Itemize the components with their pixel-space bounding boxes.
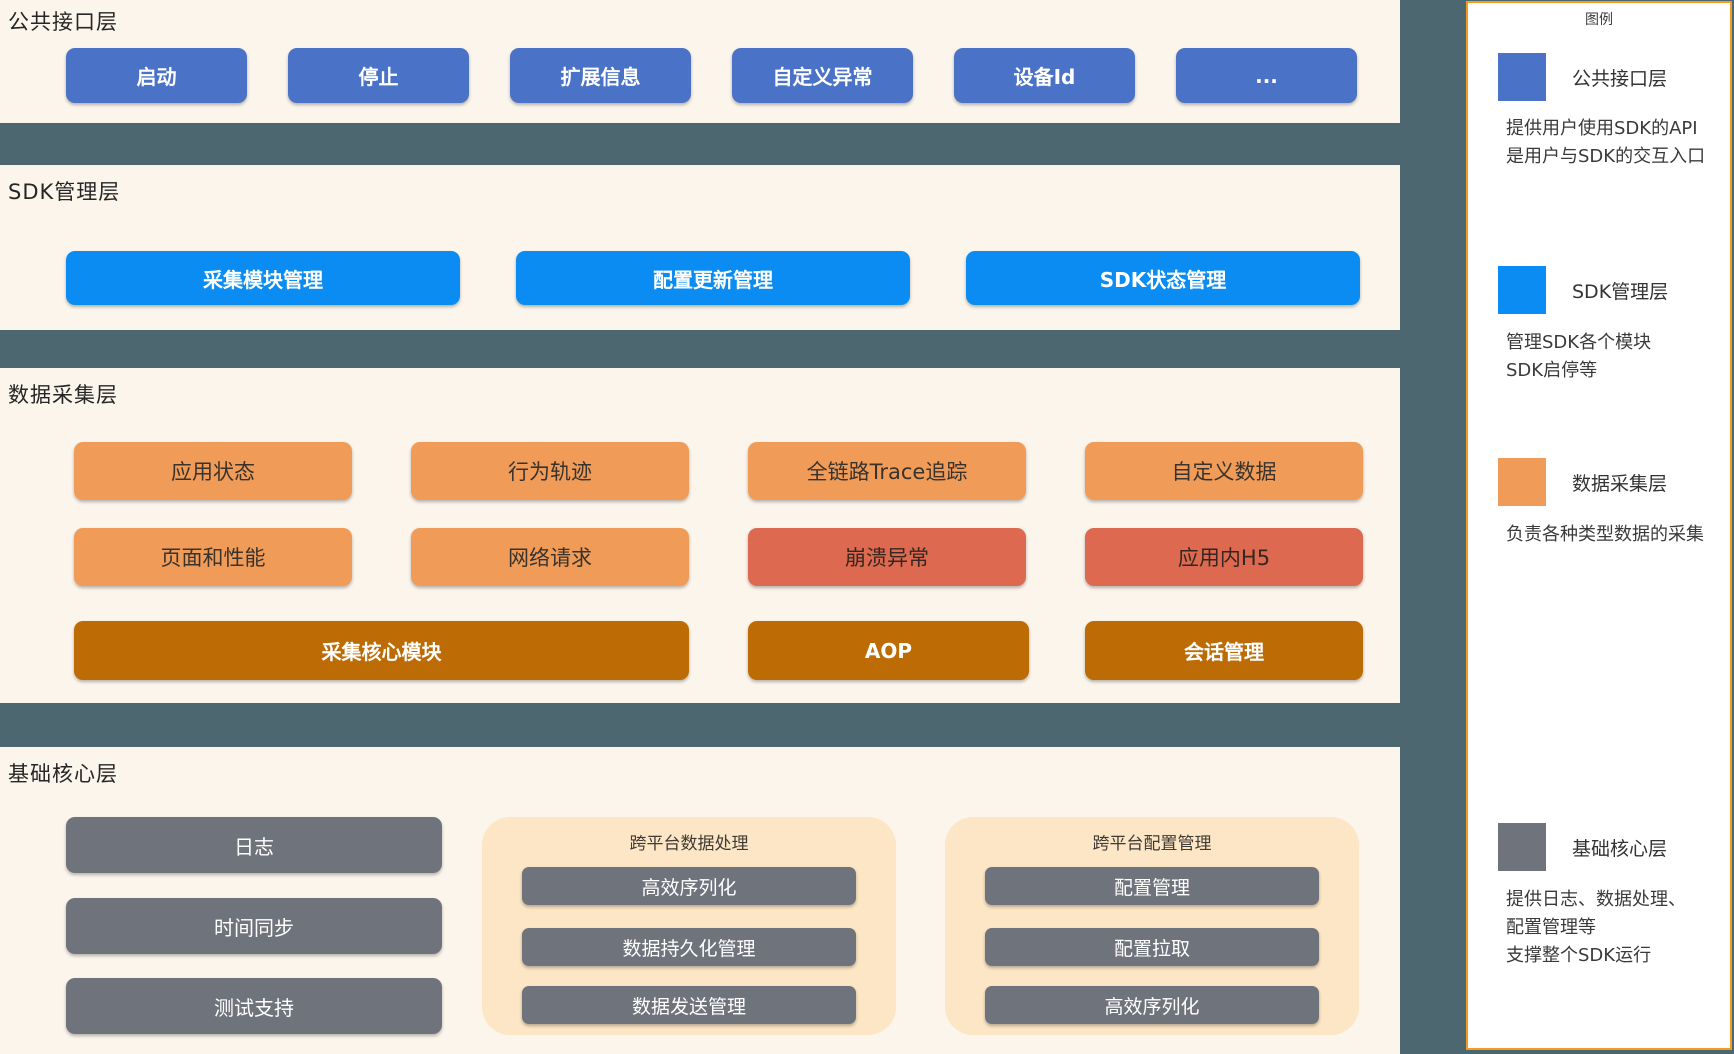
node-session-mgmt: 会话管理 bbox=[1085, 621, 1363, 680]
node-device-id: 设备Id bbox=[954, 48, 1135, 103]
legend-panel: 图例 公共接口层 提供用户使用SDK的API 是用户与SDK的交互入口 SDK管… bbox=[1466, 1, 1732, 1050]
node-collect-module-mgmt: 采集模块管理 bbox=[66, 251, 460, 305]
node-crash-exception: 崩溃异常 bbox=[748, 528, 1026, 586]
node-data-persistence-mgmt: 数据持久化管理 bbox=[522, 928, 856, 966]
node-time-sync: 时间同步 bbox=[66, 898, 442, 954]
legend-desc-public-api: 提供用户使用SDK的API 是用户与SDK的交互入口 bbox=[1506, 115, 1724, 171]
node-config-update-mgmt: 配置更新管理 bbox=[516, 251, 910, 305]
legend-desc-line: SDK启停等 bbox=[1506, 360, 1598, 381]
legend-swatch-base-core bbox=[1498, 823, 1546, 871]
node-more-ellipsis: ... bbox=[1176, 48, 1357, 103]
legend-entry-sdk-mgmt: SDK管理层 bbox=[1498, 266, 1668, 314]
legend-desc-base-core: 提供日志、数据处理、 配置管理等 支撑整个SDK运行 bbox=[1506, 886, 1724, 970]
legend-desc-line: 支撑整个SDK运行 bbox=[1506, 945, 1652, 966]
layer-public-api-title: 公共接口层 bbox=[8, 10, 118, 34]
node-page-performance: 页面和性能 bbox=[74, 528, 352, 586]
node-efficient-serialization: 高效序列化 bbox=[522, 867, 856, 905]
node-network-request: 网络请求 bbox=[411, 528, 689, 586]
layer-sdk-management-title: SDK管理层 bbox=[8, 180, 121, 204]
layer-base-core-title: 基础核心层 bbox=[8, 762, 118, 786]
legend-entry-data-collection: 数据采集层 bbox=[1498, 458, 1667, 506]
legend-title: 图例 bbox=[1585, 12, 1613, 28]
legend-entry-public-api: 公共接口层 bbox=[1498, 53, 1667, 101]
node-log: 日志 bbox=[66, 817, 442, 873]
legend-swatch-data-collection bbox=[1498, 458, 1546, 506]
legend-desc-line: 管理SDK各个模块 bbox=[1506, 332, 1652, 353]
legend-swatch-sdk-mgmt bbox=[1498, 266, 1546, 314]
group-data-processing-title: 跨平台数据处理 bbox=[629, 834, 749, 854]
node-start: 启动 bbox=[66, 48, 247, 103]
legend-desc-line: 配置管理等 bbox=[1506, 917, 1596, 938]
node-aop: AOP bbox=[748, 621, 1029, 680]
legend-label: 数据采集层 bbox=[1572, 472, 1668, 495]
node-sdk-state-mgmt: SDK状态管理 bbox=[966, 251, 1360, 305]
node-collect-core-module: 采集核心模块 bbox=[74, 621, 689, 680]
legend-desc-data-collection: 负责各种类型数据的采集 bbox=[1506, 521, 1724, 549]
node-app-state: 应用状态 bbox=[74, 442, 352, 500]
group-config-mgmt-title: 跨平台配置管理 bbox=[1092, 834, 1212, 854]
node-custom-data: 自定义数据 bbox=[1085, 442, 1363, 500]
node-stop: 停止 bbox=[288, 48, 469, 103]
node-trace-tracking: 全链路Trace追踪 bbox=[748, 442, 1026, 500]
layer-sdk-management-band bbox=[0, 165, 1400, 330]
legend-desc-line: 负责各种类型数据的采集 bbox=[1506, 524, 1704, 545]
legend-entry-base-core: 基础核心层 bbox=[1498, 823, 1667, 871]
group-cross-platform-config-mgmt: 跨平台配置管理 配置管理 配置拉取 高效序列化 bbox=[945, 817, 1359, 1035]
node-extend-info: 扩展信息 bbox=[510, 48, 691, 103]
legend-desc-sdk-mgmt: 管理SDK各个模块 SDK启停等 bbox=[1506, 329, 1724, 385]
legend-label: SDK管理层 bbox=[1572, 280, 1669, 303]
layer-data-collection-title: 数据采集层 bbox=[8, 383, 118, 407]
legend-desc-line: 提供用户使用SDK的API bbox=[1506, 118, 1698, 139]
legend-desc-line: 是用户与SDK的交互入口 bbox=[1506, 146, 1706, 167]
node-config-pull: 配置拉取 bbox=[985, 928, 1319, 966]
node-data-sending-mgmt: 数据发送管理 bbox=[522, 986, 856, 1024]
legend-label: 公共接口层 bbox=[1572, 67, 1668, 90]
node-test-support: 测试支持 bbox=[66, 978, 442, 1034]
node-custom-exception: 自定义异常 bbox=[732, 48, 913, 103]
legend-label: 基础核心层 bbox=[1572, 837, 1668, 860]
node-behavior-track: 行为轨迹 bbox=[411, 442, 689, 500]
node-config-mgmt: 配置管理 bbox=[985, 867, 1319, 905]
group-cross-platform-data-processing: 跨平台数据处理 高效序列化 数据持久化管理 数据发送管理 bbox=[482, 817, 896, 1035]
legend-swatch-public-api bbox=[1498, 53, 1546, 101]
node-efficient-serialization-2: 高效序列化 bbox=[985, 986, 1319, 1024]
legend-desc-line: 提供日志、数据处理、 bbox=[1506, 889, 1686, 910]
node-in-app-h5: 应用内H5 bbox=[1085, 528, 1363, 586]
